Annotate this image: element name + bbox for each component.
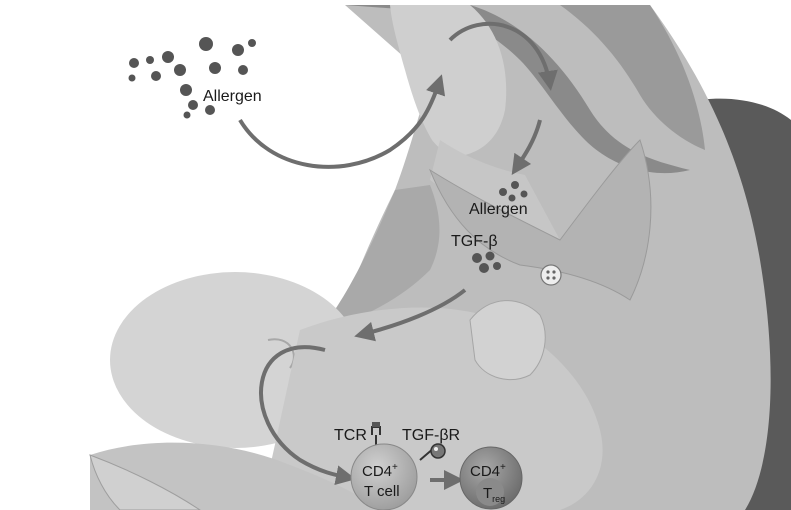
tgf-beta-r-label: TGF-βR xyxy=(402,427,460,444)
baby-hand xyxy=(470,301,545,380)
blouse-button xyxy=(541,265,561,285)
mother-face xyxy=(390,5,506,156)
allergen-particles-top xyxy=(129,37,257,119)
cd4-t-cell-label-line2: T cell xyxy=(364,483,400,500)
allergen-label-mid: Allergen xyxy=(469,201,528,218)
tcr-label: TCR xyxy=(334,427,367,444)
allergen-label-top: Allergen xyxy=(203,88,262,105)
tgf-beta-label: TGF-β xyxy=(451,233,498,250)
